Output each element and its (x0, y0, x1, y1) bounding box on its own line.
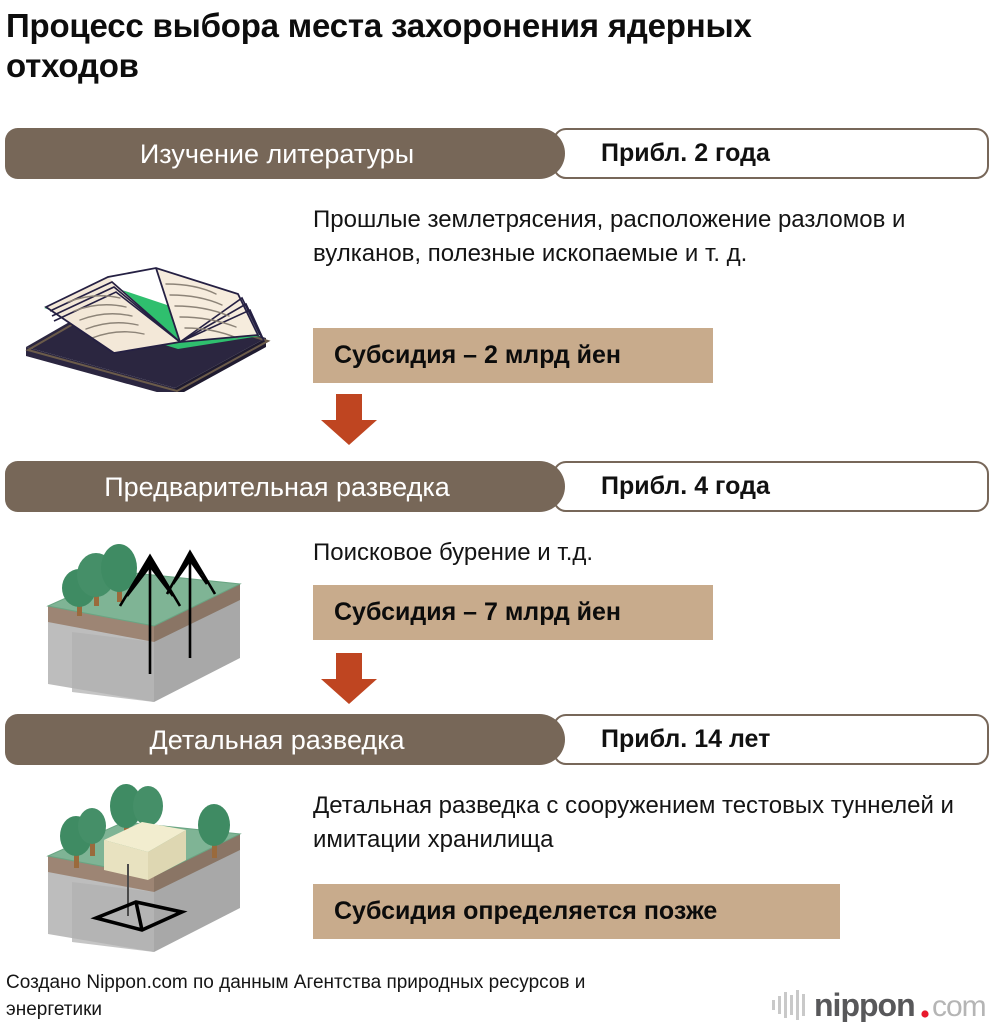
stage-description-3: Детальная разведка с сооружением тестовы… (313, 792, 954, 853)
svg-text:com: com (932, 990, 986, 1022)
stage-name-pill-2: Предварительная разведка (5, 461, 565, 512)
down-arrow-icon (320, 653, 378, 710)
nippon-com-logo: nippon com (772, 987, 990, 1023)
stage-duration-1: Прибл. 2 года (553, 128, 989, 179)
subsidy-label-3: Субсидия определяется позже (334, 897, 718, 925)
stage-duration-box-3 (553, 714, 989, 765)
stage-duration-box-1 (553, 128, 989, 179)
stage-description-1: Прошлые землетрясения, расположение разл… (313, 206, 906, 267)
stage-name-label-2: Предварительная разведка (104, 471, 450, 502)
stage-duration-label-3: Прибл. 14 лет (601, 725, 771, 753)
forest-drilling-block-icon (32, 532, 282, 702)
subsidy-label-2: Субсидия – 7 млрд йен (334, 598, 622, 626)
stage-header-2: Предварительная разведка Прибл. 4 года (5, 461, 989, 512)
stage-duration-label-1: Прибл. 2 года (601, 139, 770, 167)
stage-header-1: Изучение литературы Прибл. 2 года (5, 128, 989, 179)
stage-name-pill-3: Детальная разведка (5, 714, 565, 765)
page-title: Процесс выбора места захоронения ядерных… (6, 7, 752, 84)
stage-header-3: Детальная разведка Прибл. 14 лет (5, 714, 989, 765)
subsidy-box-3: Субсидия определяется позже (313, 884, 840, 939)
stage-name-pill-1: Изучение литературы (5, 128, 565, 179)
stage-duration-2: Прибл. 4 года (553, 461, 989, 512)
stage-description-2: Поисковое бурение и т.д. (313, 539, 594, 566)
credit-text: Создано Nippon.com по данным Агентства п… (6, 972, 586, 1020)
stage-name-label-1: Изучение литературы (139, 138, 415, 169)
logo-bars-icon (772, 990, 805, 1020)
subsidy-box-2: Субсидия – 7 млрд йен (313, 585, 713, 640)
open-book-icon (20, 252, 290, 397)
subsidy-label-1: Субсидия – 2 млрд йен (334, 341, 622, 369)
tunnel-facility-block-icon (32, 782, 282, 952)
stage-duration-label-2: Прибл. 4 года (601, 472, 770, 500)
stage-name-label-3: Детальная разведка (149, 724, 405, 755)
down-arrow-icon (320, 394, 378, 451)
svg-text:nippon: nippon (814, 988, 915, 1022)
subsidy-box-1: Субсидия – 2 млрд йен (313, 328, 713, 383)
stage-duration-3: Прибл. 14 лет (553, 714, 989, 765)
